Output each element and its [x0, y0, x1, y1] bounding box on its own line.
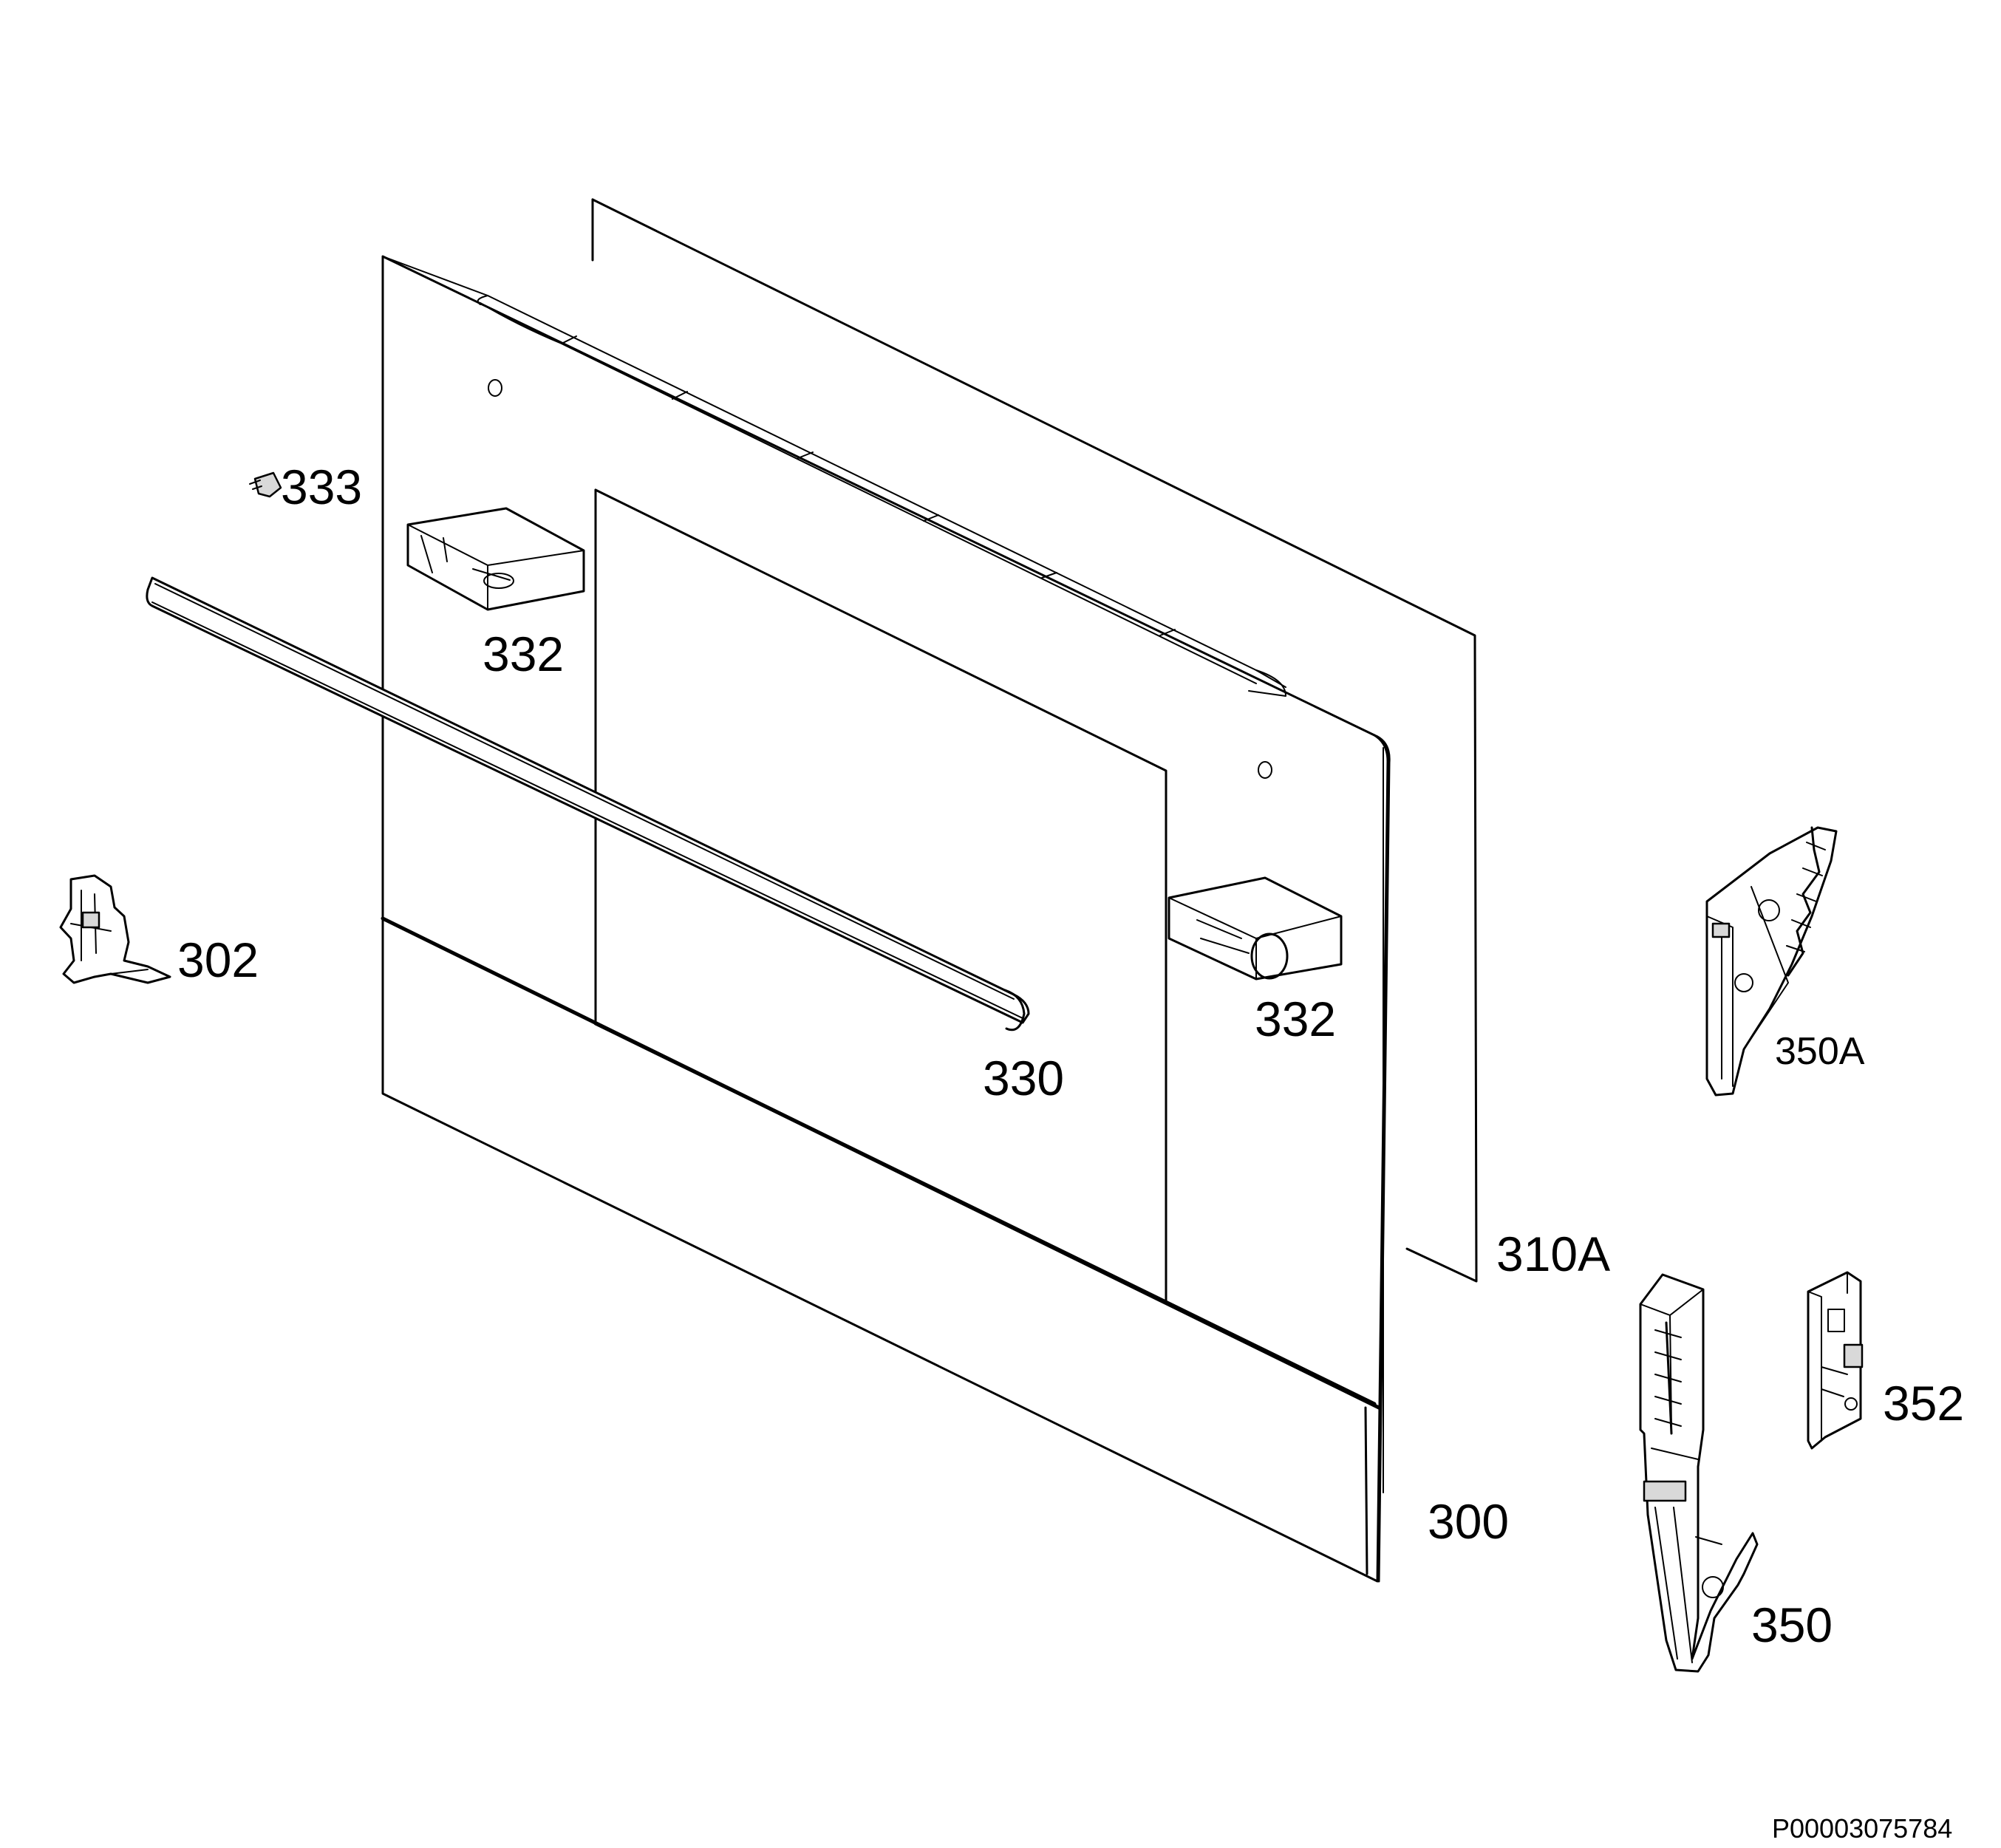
- label-333: 333: [281, 460, 362, 514]
- label-310A: 310A: [1496, 1227, 1610, 1281]
- document-id: P00003075784: [1772, 1813, 1952, 1844]
- part-330-handle: [146, 576, 1030, 1032]
- part-352-latch-plate: [1807, 1271, 1864, 1450]
- label-350A: 350A: [1775, 1030, 1865, 1073]
- label-350: 350: [1751, 1598, 1833, 1652]
- part-310A-rear-glass: [591, 198, 1478, 1283]
- label-352: 352: [1883, 1376, 1964, 1431]
- part-302-hinge-clip: [59, 874, 171, 984]
- label-300: 300: [1428, 1494, 1509, 1549]
- part-300-door-panel: [381, 255, 1391, 1583]
- label-332-left: 332: [483, 627, 564, 681]
- label-302: 302: [177, 932, 259, 987]
- part-332-bracket-left: [406, 507, 585, 611]
- part-332-bracket-right: [1167, 876, 1343, 981]
- label-330: 330: [983, 1051, 1064, 1105]
- part-350A-hinge: [1705, 826, 1838, 1097]
- part-333-screw: [249, 471, 282, 498]
- part-350-hinge: [1639, 1273, 1759, 1673]
- label-332-right: 332: [1255, 992, 1336, 1046]
